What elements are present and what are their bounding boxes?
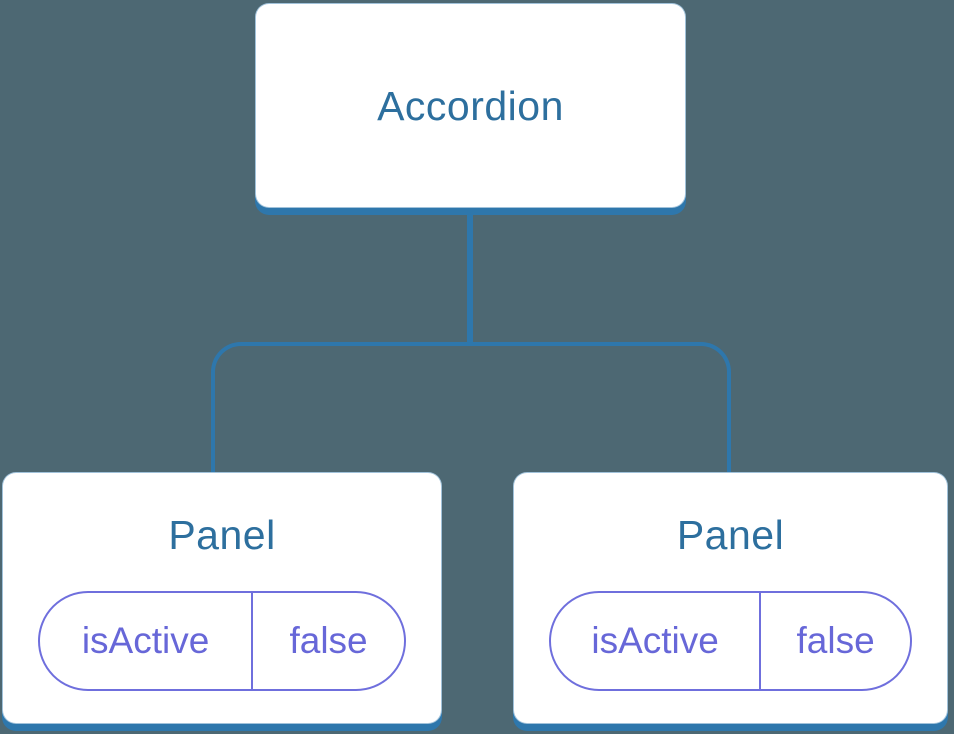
node-panel-2-label: Panel	[676, 512, 785, 558]
node-panel-1: Panel isActive false	[2, 472, 442, 724]
node-panel-1-label: Panel	[168, 512, 276, 558]
state-pill-panel-2: isActive false	[549, 591, 912, 691]
state-pill-panel-1: isActive false	[38, 591, 406, 691]
branch-connector	[211, 342, 731, 472]
node-panel-2: Panel isActive false	[513, 472, 948, 724]
node-accordion-label: Accordion	[377, 82, 564, 129]
state-key: isActive	[591, 620, 719, 661]
state-value: false	[251, 593, 404, 689]
state-value: false	[759, 593, 910, 689]
root-connector-line	[467, 212, 473, 346]
node-accordion: Accordion	[255, 3, 686, 208]
state-key: isActive	[81, 620, 210, 661]
